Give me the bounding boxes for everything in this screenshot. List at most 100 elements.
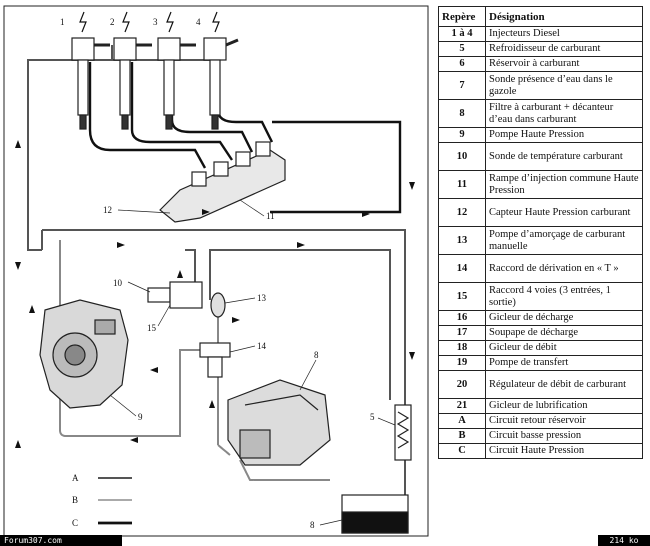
row-number: C — [438, 443, 486, 459]
row-number: 1 à 4 — [438, 26, 486, 42]
flow-arrows — [15, 140, 415, 448]
row-number: 7 — [438, 71, 486, 100]
t-fitting — [199, 342, 231, 378]
row-designation: Circuit retour réservoir — [485, 413, 643, 429]
row-designation: Injecteurs Diesel — [485, 26, 643, 42]
row-number: 13 — [438, 226, 486, 255]
label-8-bottom: 8 — [310, 520, 315, 530]
row-number: 20 — [438, 370, 486, 399]
row-designation: Pompe Haute Pression — [485, 127, 643, 143]
row-number: 5 — [438, 41, 486, 57]
row-number: 8 — [438, 99, 486, 128]
row-designation: Circuit basse pression — [485, 428, 643, 444]
label-11: 11 — [266, 211, 275, 221]
row-designation: Circuit Haute Pression — [485, 443, 643, 459]
label-13: 13 — [257, 293, 267, 303]
temperature-sensor — [147, 281, 203, 309]
row-number: 9 — [438, 127, 486, 143]
row-designation: Sonde présence d’eau dans le gazole — [485, 71, 643, 100]
label-4: 4 — [196, 17, 201, 27]
row-number: 16 — [438, 310, 486, 326]
row-designation: Filtre à carburant + décanteur d’eau dan… — [485, 99, 643, 128]
label-15: 15 — [147, 323, 157, 333]
injector-4 — [203, 37, 239, 130]
row-designation: Réservoir à carburant — [485, 56, 643, 72]
row-designation: Sonde de température carburant — [485, 142, 643, 171]
label-14: 14 — [257, 341, 267, 351]
injectors — [71, 37, 239, 130]
row-designation: Soupape de décharge — [485, 325, 643, 341]
row-designation: Gicleur de décharge — [485, 310, 643, 326]
legend-label-c: C — [72, 518, 78, 528]
row-designation: Rampe d’injection commune Haute Pression — [485, 170, 643, 199]
row-designation: Gicleur de débit — [485, 340, 643, 356]
row-number: B — [438, 428, 486, 444]
row-number: 21 — [438, 398, 486, 414]
row-designation: Capteur Haute Pression carburant — [485, 198, 643, 227]
row-designation: Raccord de dérivation en « T » — [485, 254, 643, 283]
label-3: 3 — [153, 17, 158, 27]
label-9: 9 — [138, 412, 143, 422]
row-number: 14 — [438, 254, 486, 283]
row-number: 10 — [438, 142, 486, 171]
header-designation: Désignation — [485, 6, 643, 27]
fuel-tank — [341, 494, 409, 534]
table-header-row: Repère Désignation — [438, 6, 643, 27]
leader-lines — [109, 199, 396, 526]
footer-size: 214 ko — [598, 535, 650, 546]
row-number: 6 — [438, 56, 486, 72]
label-1: 1 — [60, 17, 65, 27]
row-designation: Refroidisseur de carburant — [485, 41, 643, 57]
label-8: 8 — [314, 350, 319, 360]
row-number: 12 — [438, 198, 486, 227]
row-designation: Régulateur de débit de carburant — [485, 370, 643, 399]
header-repere: Repère — [438, 6, 486, 27]
diagram-labels: 1 2 3 4 5 8 8 9 10 11 12 13 14 15 — [60, 17, 375, 530]
injector-1 — [71, 37, 110, 130]
electric-bolt-icons — [79, 11, 220, 33]
row-designation: Pompe de transfert — [485, 355, 643, 371]
row-number: 18 — [438, 340, 486, 356]
row-number: 15 — [438, 282, 486, 311]
row-designation: Pompe d’amorçage de carburant manuelle — [485, 226, 643, 255]
row-number: 11 — [438, 170, 486, 199]
high-pressure-pump — [39, 299, 129, 409]
diagram-frame — [3, 5, 429, 537]
legend-label-b: B — [72, 495, 78, 505]
fuel-cooler — [394, 404, 412, 461]
fuel-circuit-diagram: 1 2 3 4 5 8 8 9 10 11 12 13 14 15 A B C — [3, 5, 429, 537]
label-12: 12 — [103, 205, 112, 215]
row-number: 19 — [438, 355, 486, 371]
line-type-legend: A B C — [72, 473, 132, 528]
row-designation: Raccord 4 voies (3 entrées, 1 sortie) — [485, 282, 643, 311]
row-designation: Gicleur de lubrification — [485, 398, 643, 414]
footer-site: Forum307.com — [0, 535, 122, 546]
legend-label-a: A — [72, 473, 79, 483]
row-number: 17 — [438, 325, 486, 341]
fuel-filter — [227, 379, 331, 466]
injector-3 — [157, 37, 196, 130]
row-number: A — [438, 413, 486, 429]
